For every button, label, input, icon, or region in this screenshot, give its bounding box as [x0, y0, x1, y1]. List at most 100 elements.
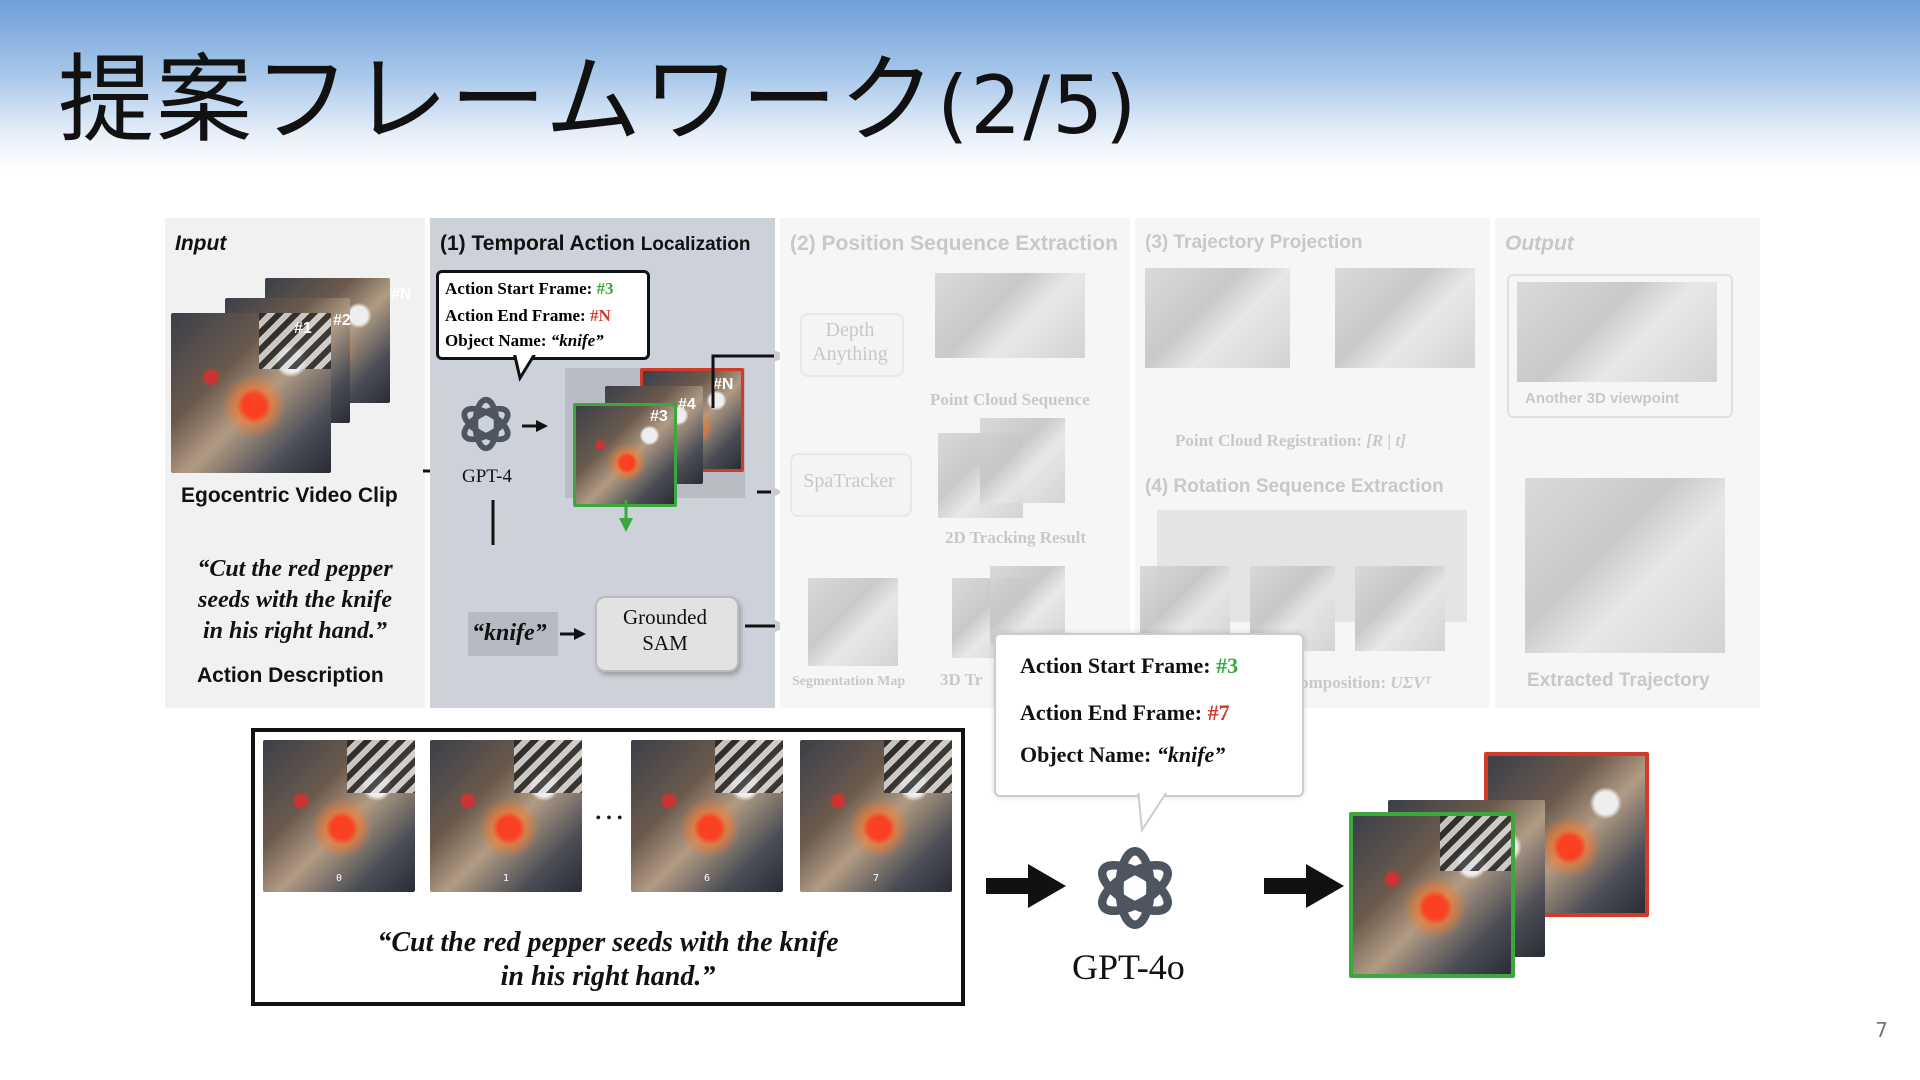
cloud-frame-a: [1145, 268, 1290, 368]
openai-logo-icon: [461, 396, 511, 452]
line-gpt4-to-knife: [491, 500, 495, 545]
registration-math: [R | t]: [1366, 431, 1406, 450]
tal-tag-4: #4: [678, 396, 696, 413]
grounded-sam-box: [595, 596, 739, 672]
arrow-knife-to-sam: [560, 628, 586, 640]
frame-number-7: 7: [872, 873, 880, 884]
track3d-label: 3D Tr: [940, 670, 983, 689]
green-arrow-down: [619, 500, 633, 532]
input-tag-2: #2: [333, 312, 351, 329]
registration-label: Point Cloud Registration: [R | t]: [1175, 431, 1406, 451]
example-quote-line-1: “Cut the red pepper seeds with the knife: [377, 927, 839, 958]
example-start-row: Action Start Frame: #3: [1020, 653, 1238, 679]
input-quote-line-3: in his right hand.”: [202, 618, 388, 644]
frame-number-0: 0: [335, 873, 343, 884]
example-object-row: Object Name: “knife”: [1020, 742, 1225, 768]
frame-number-1: 1: [502, 873, 510, 884]
frames-ellipsis: …: [593, 790, 625, 826]
input-tag-1: #1: [294, 320, 312, 337]
arrow-gpt4-to-frames: [522, 420, 548, 432]
slide-title-suffix: (2/5): [937, 59, 1139, 152]
knife-token: “knife”: [472, 620, 547, 646]
output-title: Output: [1505, 232, 1574, 255]
depth-label-line-1: Depth: [825, 319, 875, 341]
example-end-label: Action End Frame:: [1020, 700, 1208, 725]
tracking-frame-2: [980, 418, 1065, 503]
decomposition-math: UΣVᵀ: [1390, 673, 1431, 692]
input-frame-1: [171, 313, 331, 473]
gpt4-label: GPT-4: [462, 466, 512, 487]
slide-title: 提案フレームワーク(2/5): [58, 22, 1138, 161]
segmentation-map-label: Segmentation Map: [792, 674, 906, 689]
example-quote: “Cut the red pepper seeds with the knife…: [255, 926, 961, 994]
position-title: (2) Position Sequence Extraction: [790, 232, 1118, 255]
track3d-frame-2: [990, 566, 1065, 646]
position-panel: (2) Position Sequence Extraction Depth A…: [780, 218, 1130, 708]
segmentation-map-image: [808, 578, 898, 666]
input-tag-n: #N: [391, 286, 412, 303]
tal-callout: Action Start Frame: #3 Action End Frame:…: [436, 270, 650, 360]
gpt4o-callout-tail: [1136, 790, 1170, 833]
point-cloud-sequence-label: Point Cloud Sequence: [930, 390, 1090, 409]
example-start-value: #3: [1216, 653, 1239, 678]
rotation-frame-3: [1355, 566, 1445, 651]
spatracker-label: SpaTracker: [803, 470, 895, 492]
arrow-to-output-frames: [1264, 864, 1344, 908]
input-quote: “Cut the red pepper seeds with the knife…: [165, 554, 425, 647]
output-panel: Output Another 3D viewpoint Extracted Tr…: [1495, 218, 1760, 708]
action-description-label: Action Description: [197, 664, 384, 687]
registration-text: Point Cloud Registration:: [1175, 431, 1362, 450]
input-title: Input: [175, 232, 227, 255]
viewpoint-image: [1517, 282, 1717, 382]
example-end-value: #7: [1207, 700, 1230, 725]
tal-title-small: Localization: [640, 234, 751, 255]
gpt4o-callout: Action Start Frame: #3 Action End Frame:…: [994, 633, 1304, 797]
arrow-to-gpt4o: [986, 864, 1066, 908]
tal-start-row: Action Start Frame: #3: [445, 279, 614, 299]
depth-anything-box: [800, 313, 904, 377]
frame-number-6: 6: [703, 873, 711, 884]
spatracker-box: [790, 453, 912, 517]
example-frame-7: 7: [800, 740, 952, 892]
openai-logo-large-icon: [1098, 847, 1172, 929]
tal-tag-n: #N: [713, 376, 734, 393]
tal-title-main: (1) Temporal Action: [440, 232, 641, 255]
tal-panel: (1) Temporal Action Localization Action …: [430, 218, 775, 708]
point-cloud-image: [935, 273, 1085, 358]
page-number: 7: [1875, 1018, 1888, 1042]
tal-end-row: Action End Frame: #N: [445, 306, 611, 326]
viewpoint-label: Another 3D viewpoint: [1525, 390, 1680, 407]
tal-object-value: “knife”: [550, 331, 604, 350]
tal-title: (1) Temporal Action Localization: [440, 232, 750, 256]
example-start-label: Action Start Frame:: [1020, 653, 1217, 678]
grounded-sam-label: Grounded SAM: [595, 604, 735, 656]
knife-token-box: [468, 612, 558, 656]
header-band: [0, 0, 1920, 170]
sam-label-line-2: SAM: [642, 631, 688, 655]
tal-start-label: Action Start Frame:: [445, 279, 597, 298]
example-quote-line-2: in his right hand.”: [500, 961, 716, 992]
example-object-label: Object Name:: [1020, 742, 1157, 767]
rotation-title: (4) Rotation Sequence Extraction: [1145, 476, 1444, 497]
arrow-to-depth: [711, 350, 788, 408]
tal-end-value: #N: [589, 306, 611, 325]
example-input-box: 0 1 … 6 7 “Cut the red pepper seeds with…: [251, 728, 965, 1006]
tal-start-value: #3: [596, 279, 614, 298]
input-quote-line-2: seeds with the knife: [197, 587, 392, 613]
output-frame-start: [1349, 812, 1515, 978]
cloud-frame-b: [1335, 268, 1475, 368]
extracted-trajectory-label: Extracted Trajectory: [1527, 670, 1710, 691]
trajectory-image: [1525, 478, 1725, 653]
trajectory-title: (3) Trajectory Projection: [1145, 232, 1363, 253]
slide-title-text: 提案フレームワーク: [58, 44, 938, 156]
example-frame-0: 0: [263, 740, 415, 892]
framework-figure: Input #1 #2 #N Egocentric Video Clip “Cu…: [165, 218, 1760, 708]
tal-callout-tail: [512, 352, 540, 382]
input-quote-line-1: “Cut the red pepper: [197, 556, 393, 582]
tal-object-label: Object Name:: [445, 331, 551, 350]
depth-anything-label: Depth Anything: [800, 318, 900, 366]
sam-label-line-1: Grounded: [623, 605, 707, 629]
example-frame-6: 6: [631, 740, 783, 892]
video-clip-label: Egocentric Video Clip: [181, 484, 398, 507]
decomposition-label: ecomposition: UΣVᵀ: [1285, 673, 1431, 693]
